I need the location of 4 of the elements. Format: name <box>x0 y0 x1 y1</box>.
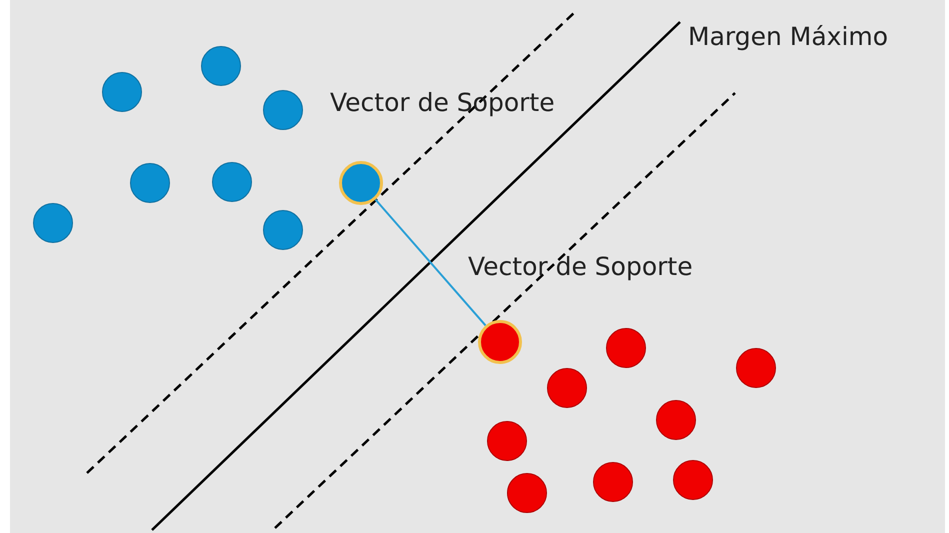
hyperplane-label: Margen Máximo <box>688 22 888 51</box>
support-vector-label: Vector de Soporte <box>330 88 555 117</box>
margin-distance-line <box>374 198 486 326</box>
support-vector-label: Vector de Soporte <box>468 252 693 281</box>
